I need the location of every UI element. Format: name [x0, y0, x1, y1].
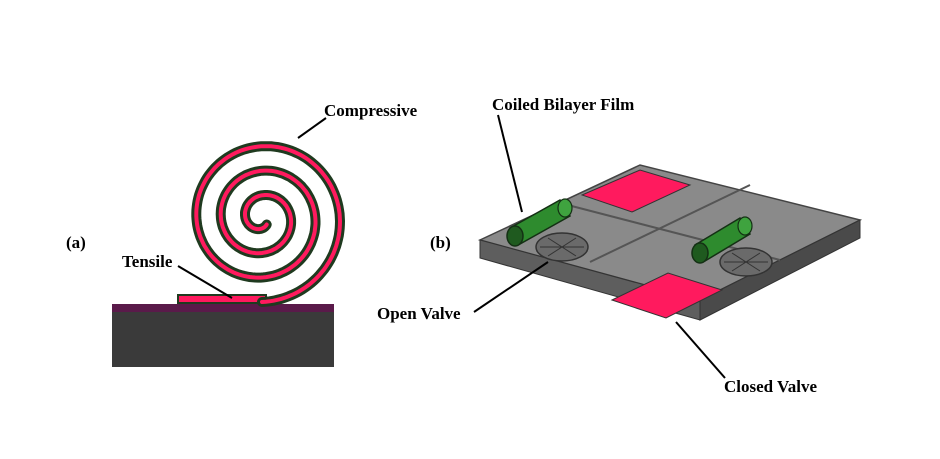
- open-valve-hole-right: [719, 247, 773, 277]
- closed-valve-label: Closed Valve: [724, 377, 818, 396]
- closed-valve-film-top: [580, 169, 692, 213]
- compressive-label: Compressive: [324, 101, 418, 120]
- substrate-block: [112, 312, 334, 367]
- closed-valve-film-front: [610, 272, 724, 319]
- panel-b-tag: (b): [430, 233, 451, 252]
- coiled-leader: [497, 114, 523, 213]
- compressive-leader: [297, 117, 327, 139]
- coiled-film-roll-left: [506, 198, 573, 247]
- panel-a-drawing: [112, 117, 346, 367]
- open-valve-leader: [473, 261, 549, 313]
- panel-b-drawing: [473, 114, 863, 379]
- panel-a-tag: (a): [66, 233, 86, 252]
- open-valve-hole-left: [535, 232, 589, 262]
- valve-seam-2: [589, 184, 751, 263]
- flat-film-segment: [177, 294, 267, 304]
- tensile-leader: [177, 265, 233, 299]
- substrate-stripe: [112, 304, 334, 312]
- valve-array-side-right: [699, 219, 861, 321]
- tensile-label: Tensile: [122, 252, 173, 271]
- closed-valve-leader: [675, 321, 726, 379]
- coiled-film-roll-right: [691, 216, 753, 264]
- open-valve-label: Open Valve: [377, 304, 461, 323]
- coiled-bilayer-label: Coiled Bilayer Film: [492, 95, 635, 114]
- coiled-film-pink-layer: [194, 144, 343, 304]
